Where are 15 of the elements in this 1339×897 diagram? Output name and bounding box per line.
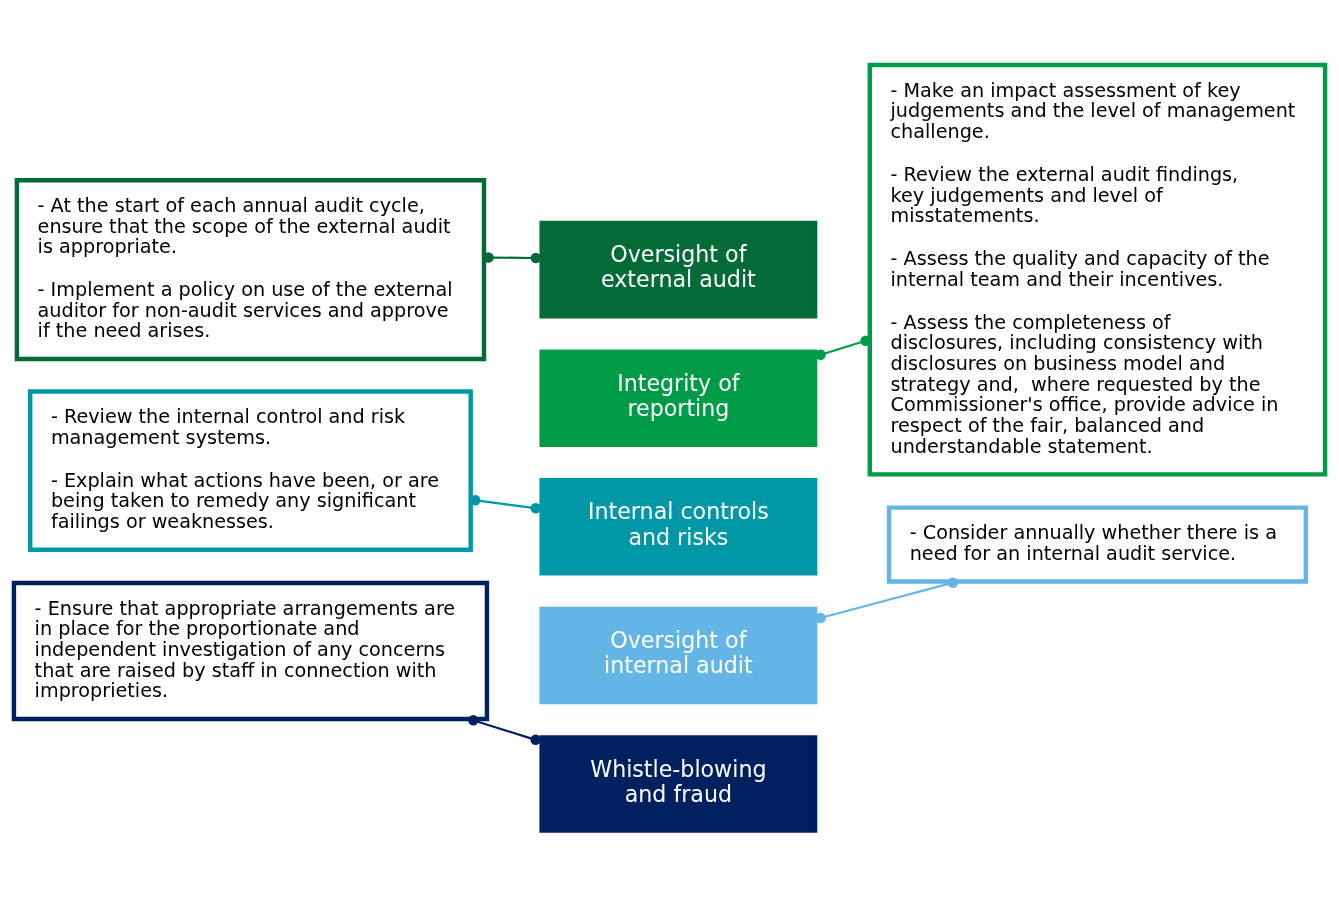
connector	[483, 252, 542, 264]
node-box: Oversight of internal audit	[539, 606, 818, 705]
node-box: - Review the internal control and risk management systems. - Explain what actions have been, or are being taken to remedy any significant failings or weaknesses.	[27, 389, 473, 552]
connector	[468, 715, 541, 746]
node-box: - Consider annually whether there is a need for an internal audit service.	[886, 505, 1309, 584]
node-box: - Make an impact assessment of key judgements and the level of management challenge. - Review the external audit findings, key judgements and level of misstatements. - Assess the quality and capacity of the internal team and their incentives. - Assess the completeness of disclosures, including consistency with disclosures on business model and strategy and, where requested by the Commissioner's office, provide advice in respect of the fair, balanced and understandable statement.	[867, 62, 1328, 477]
node-box: - Ensure that appropriate arrangements are in place for the proportionate and independent investigation of any concerns that are raised by staff in connection with improprieties.	[11, 580, 490, 722]
connector	[470, 494, 541, 514]
connector	[815, 577, 959, 624]
node-box: - At the start of each annual audit cycle, ensure that the scope of the external audit is appropriate. - Implement a policy on use of the external auditor for non-audit services and approve if the need arises.	[14, 178, 487, 362]
connector	[815, 335, 871, 360]
node-box: Internal controls and risks	[539, 478, 818, 576]
node-box: Integrity of reporting	[539, 349, 818, 447]
node-box: Whistle-blowing and fraud	[539, 735, 818, 833]
node-box: Oversight of external audit	[539, 220, 818, 319]
